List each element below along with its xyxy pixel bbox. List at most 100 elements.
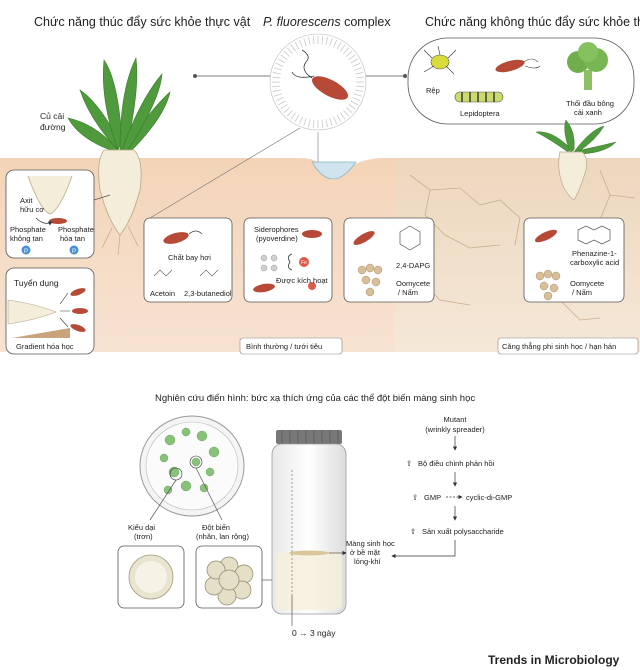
pathway-mutant-1: Mutant [444, 415, 468, 424]
mutant-colony-box [195, 545, 263, 609]
halo-ray [333, 39, 338, 48]
caterpillar-icon [454, 91, 504, 103]
pathway-gmp: GMP [424, 493, 441, 502]
halo-ray [321, 119, 324, 128]
condition-stress: Căng thẳng phi sinh học / hạn hán [497, 337, 639, 355]
halo-ray [294, 41, 300, 50]
halo-ray [294, 114, 300, 123]
halo-ray [355, 85, 364, 88]
bacterium-icon [253, 283, 275, 293]
gradient-label: Gradient hóa học [16, 342, 74, 351]
p-symbol: P [72, 249, 76, 255]
halo-ray [290, 112, 296, 120]
dry-soil-plant [535, 119, 617, 201]
halo-ray [308, 36, 311, 45]
pest-panel: Rệp Lepidoptera Thối đầu bông cải xanh [407, 37, 635, 125]
dapg-target-1: Oomycete [396, 279, 430, 288]
phenazine-structure [577, 225, 611, 245]
halo-ray [329, 118, 333, 126]
halo-ray [350, 58, 359, 64]
halo-ray [345, 50, 353, 57]
sugar-beet-plant [67, 56, 171, 256]
condition-stress-label: Căng thẳng phi sinh học / hạn hán [502, 342, 616, 351]
halo-ray [298, 39, 303, 48]
halo-ray [275, 62, 284, 67]
halo-ray [348, 104, 356, 110]
acetoin-label: Acetoin [150, 289, 175, 298]
halo-ray [272, 76, 281, 79]
pathway: Mutant (wrinkly spreader) ⇧ Bộ điều chỉn… [391, 415, 512, 559]
box-siderophores: Siderophores (pyoverdine) Fe Được kích h… [243, 217, 333, 303]
halo-ray [350, 100, 359, 106]
fe-icon [299, 257, 309, 267]
phosphate-icon [69, 245, 79, 255]
halo-ray [308, 119, 311, 128]
journal-name: Trends in Microbiology [488, 653, 620, 667]
oomycete-icon [535, 269, 561, 301]
insoluble-label-2: không tan [10, 234, 43, 243]
up-arrow-icon: ⇧ [406, 459, 412, 468]
up-arrow-icon: ⇧ [410, 527, 416, 536]
mutant-colony-label-2: (nhăn, lan rộng) [196, 532, 249, 541]
halo-ray [283, 50, 291, 57]
soluble-label-1: Phosphate [58, 225, 94, 234]
wildtype-label-1: Kiểu dại [128, 523, 155, 532]
biofilm-label-3: lỏng-khí [354, 557, 382, 566]
mutant-colony-label-1: Đột biến [202, 523, 230, 532]
halo-ray [333, 116, 338, 125]
halo-ray [274, 93, 282, 97]
box-phenazine: Phenazine-1- carboxylic acid Oomycete / … [523, 217, 625, 303]
siderophores-title-2: (pyoverdine) [256, 234, 298, 243]
broccoli-icon [567, 42, 608, 90]
halo-ray [272, 89, 281, 92]
recruitment-inset: Tuyển dụng Gradient hóa học [5, 267, 95, 355]
phosphate-inset: Axit hữu cơ Phosphate không tan Phosphat… [5, 169, 95, 259]
gradient-wedge [12, 328, 70, 338]
halo-ray [352, 97, 361, 102]
butanediol-label: 2,3-butanediol [184, 289, 232, 298]
halo-ray [312, 119, 315, 128]
halo-ray [321, 36, 324, 45]
halo-ray [298, 116, 303, 125]
case-study-title: Nghiên cứu điển hình: bức xạ thích ứng c… [155, 393, 475, 404]
oomycete-icon [357, 263, 383, 297]
species-name: P. fluorescens [263, 15, 341, 29]
complex-word: complex [341, 15, 392, 29]
phenazine-label-2: carboxylic acid [570, 258, 619, 267]
broccoli-label-1: Thối đầu bông [566, 99, 614, 108]
bacterium-icon [70, 324, 86, 332]
condition-normal-label: Bình thường / tưới tiêu [246, 342, 322, 351]
water-puddle [311, 161, 357, 180]
dapg-structure [399, 225, 421, 251]
biofilm-label-1: Màng sinh học [346, 539, 395, 548]
siderophores-title-1: Siderophores [254, 225, 299, 234]
lepidoptera-label: Lepidoptera [460, 109, 500, 118]
fe-symbol: Fe [301, 260, 307, 266]
pathway-step3: Sản xuất polysaccharide [422, 527, 504, 536]
activated-label: Được kích hoạt [276, 276, 329, 285]
box-volatiles: Chất bay hơi Acetoin 2,3-butanediol [143, 217, 233, 303]
halo-ray [312, 36, 315, 45]
soluble-label-2: hòa tan [60, 234, 85, 243]
bacterium-icon [49, 218, 67, 224]
bacterium-icon [353, 231, 375, 245]
halo-ray [274, 67, 282, 71]
siderophore-dots [260, 254, 278, 272]
aphid-icon [430, 54, 450, 70]
phenazine-target-2: / Nấm [572, 288, 592, 297]
time-label: 0 → 3 ngày [292, 628, 336, 638]
header-left-title: Chức năng thúc đẩy sức khỏe thực vật [34, 15, 251, 29]
pathway-cdg: cyclic-di-GMP [466, 493, 512, 502]
phenazine-target-1: Oomycete [570, 279, 604, 288]
condition-normal: Bình thường / tưới tiêu [239, 337, 343, 355]
halo-ray [352, 62, 361, 67]
pathway-step1: Bộ điều chỉnh phản hồi [418, 459, 495, 468]
wildtype-label-2: (trơn) [134, 532, 153, 541]
fe-icon [308, 282, 316, 290]
halo-ray [286, 47, 293, 55]
plant-label-line1: Củ cải [40, 111, 64, 121]
bacterium-icon [72, 308, 88, 314]
halo-ray [325, 36, 328, 45]
